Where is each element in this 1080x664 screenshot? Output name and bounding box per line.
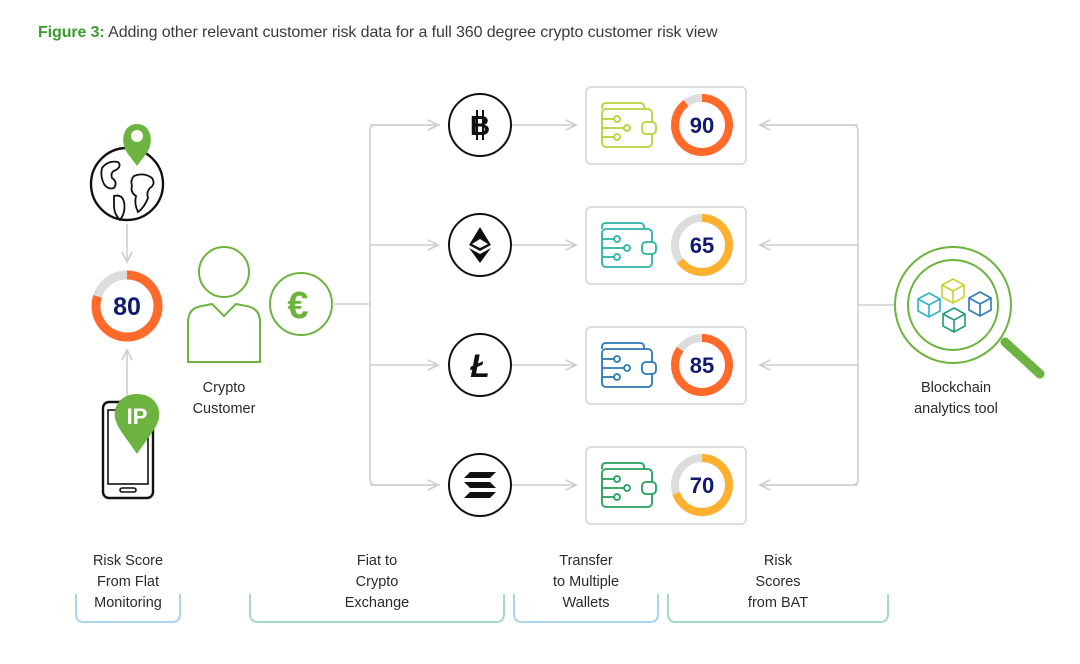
smartphone-with-ip-pin-icon: IP: [101, 394, 160, 500]
stage-label-line: Risk: [763, 553, 793, 569]
stage-label-line: Fiat to: [356, 553, 398, 569]
stage-label-fiat-exchange: Fiat to Crypto Exchange: [317, 551, 437, 614]
crypto-row-ethereum: 65: [448, 206, 747, 285]
stage-label-line: Scores: [755, 574, 801, 590]
ethereum-icon: [448, 213, 512, 277]
bat-to-wallet-connectors: [760, 125, 895, 485]
stage-label-line: Monitoring: [94, 595, 162, 611]
wallet-icon: [601, 222, 657, 268]
wallet-risk-score-ring: 65: [671, 214, 733, 276]
stage-label-line: Exchange: [344, 595, 410, 611]
stage-label-line: to Multiple: [552, 574, 620, 590]
score-value: 65: [690, 233, 714, 258]
wallet-risk-score-ring: 85: [671, 334, 733, 396]
stage-label-line: Risk Score: [92, 553, 164, 569]
stage-brackets: [75, 594, 889, 623]
coin-symbol: B: [470, 110, 490, 141]
crypto-row-solana: 70: [448, 446, 747, 525]
score-ring-fill: [671, 334, 733, 396]
risk-score-ring-80: 80: [91, 270, 163, 342]
bitcoin-icon: B: [448, 93, 512, 157]
customer-label-line2: Customer: [193, 401, 256, 417]
score-ring-fill: [671, 94, 733, 156]
bracket-fiat-exchange: [249, 594, 505, 623]
score-value: 80: [113, 293, 141, 321]
wallet-icon: [601, 102, 657, 148]
score-ring-fill: [91, 270, 163, 342]
wallet-icon: [601, 342, 657, 388]
wallet-risk-score-ring: 90: [671, 94, 733, 156]
bat-label-line1: Blockchain: [921, 380, 991, 396]
score-value: 85: [690, 353, 714, 378]
coin-symbol: Ł: [469, 348, 490, 384]
globe-with-location-pin-icon: [89, 124, 165, 222]
wallet-card: 65: [585, 206, 747, 285]
wallet-risk-score-ring: 70: [671, 454, 733, 516]
score-ring-fill: [676, 214, 733, 276]
stage-label-line: Crypto: [355, 574, 399, 590]
bracket-transfer: [513, 594, 659, 623]
stage-label-line: from BAT: [747, 595, 809, 611]
wallet-card: 70: [585, 446, 747, 525]
stage-label-line: Transfer: [559, 553, 613, 569]
euro-icon: €: [269, 272, 333, 336]
litecoin-icon: Ł: [448, 333, 512, 397]
score-ring-fill: [672, 454, 733, 516]
wallet-icon: [601, 462, 657, 508]
wallet-card: 90: [585, 86, 747, 165]
figure-caption: Figure 3: Adding other relevant customer…: [38, 24, 718, 42]
figure-label: Figure 3:: [38, 24, 105, 41]
risk-score-ring: 80: [91, 270, 163, 342]
stage-label-line: From Flat: [96, 574, 160, 590]
crypto-row-bitcoin: B 90: [448, 86, 747, 165]
score-value: 70: [690, 473, 714, 498]
bracket-bat-scores: [667, 594, 889, 623]
person-icon: [187, 246, 261, 363]
magnifier-blockchain-icon: [894, 246, 1045, 379]
fiat-to-crypto-connectors: [332, 125, 440, 485]
stage-label-risk-score: Risk Score From Flat Monitoring: [68, 551, 188, 614]
score-value: 90: [690, 113, 714, 138]
stage-label-transfer: Transfer to Multiple Wallets: [526, 551, 646, 614]
figure-caption-text: Adding other relevant customer risk data…: [108, 24, 718, 41]
wallet-card: 85: [585, 326, 747, 405]
euro-symbol: €: [287, 285, 308, 327]
ip-label: IP: [127, 404, 148, 429]
customer-label-line1: Crypto: [203, 380, 246, 396]
solana-icon: [448, 453, 512, 517]
stage-label-bat-scores: Risk Scores from BAT: [718, 551, 838, 614]
stage-label-line: Wallets: [562, 595, 610, 611]
bracket-risk-score: [75, 594, 181, 623]
crypto-row-litecoin: Ł 85: [448, 326, 747, 405]
bat-label-line2: analytics tool: [914, 401, 998, 417]
